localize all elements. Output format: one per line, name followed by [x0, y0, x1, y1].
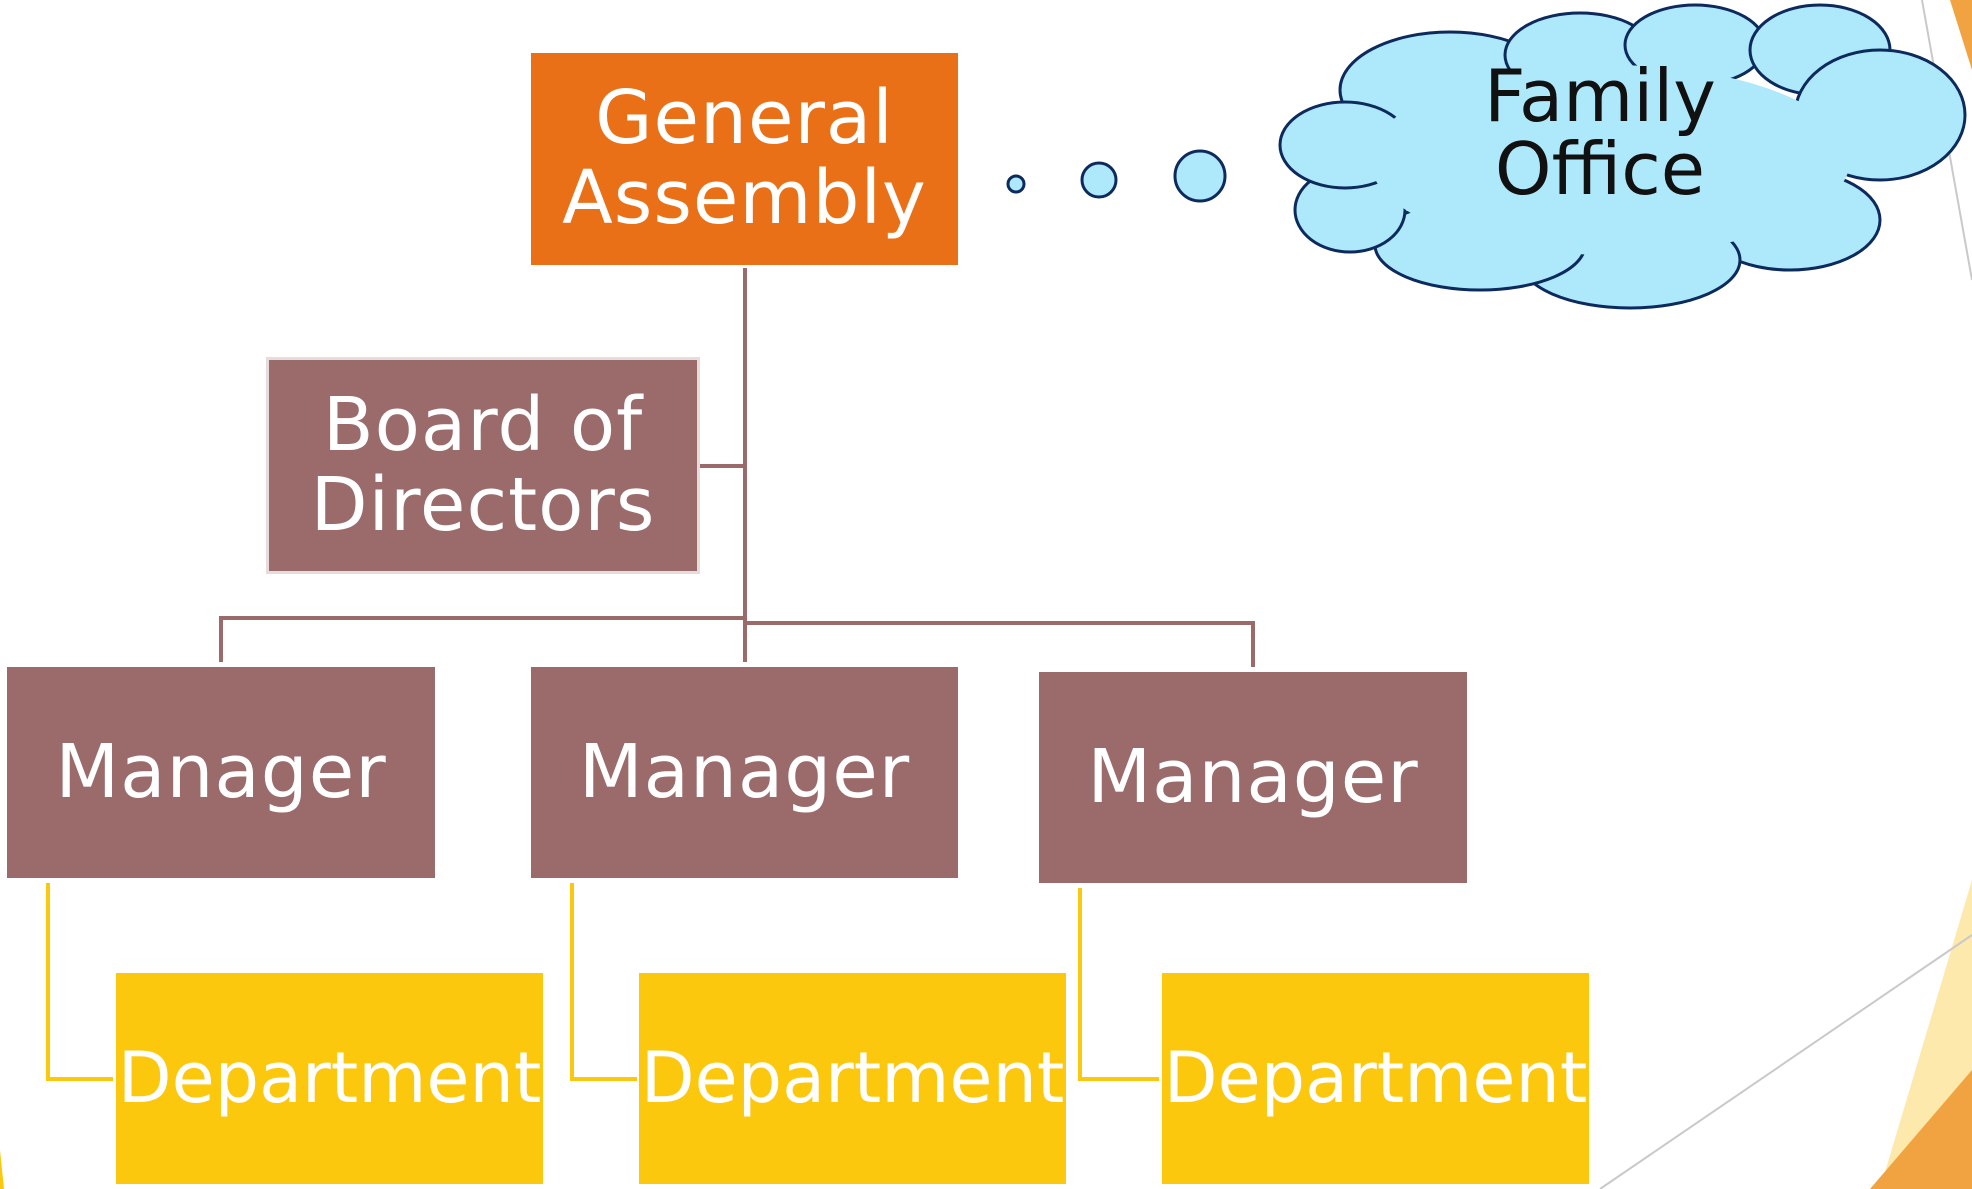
- manager-label-1: Manager: [55, 728, 387, 815]
- connector-department-2: [570, 883, 637, 1081]
- manager-box-3: Manager: [1039, 672, 1467, 883]
- department-box-3: Department: [1162, 973, 1589, 1184]
- bottom-right-corner-line: [1599, 934, 1972, 1189]
- thought-bubble-large: [1173, 149, 1227, 203]
- department-label-1: Department: [117, 1036, 542, 1119]
- cloud-shape: [1278, 3, 1967, 310]
- connector-department-3: [1078, 888, 1159, 1081]
- manager-box-1: Manager: [7, 667, 435, 878]
- department-label-2: Department: [640, 1036, 1065, 1119]
- bottom-left-corner-shape: [0, 1150, 4, 1189]
- connector-manager-1: [219, 616, 743, 662]
- connector-manager-3: [747, 621, 1255, 667]
- manager-label-3: Manager: [1087, 733, 1419, 820]
- general-assembly-box: General Assembly: [531, 53, 958, 265]
- manager-box-2: Manager: [531, 667, 958, 878]
- thought-bubble-medium: [1080, 161, 1118, 199]
- board-of-directors-box: Board of Directors: [266, 357, 700, 574]
- connector-department-1: [46, 883, 113, 1081]
- department-box-1: Department: [116, 973, 543, 1184]
- department-label-3: Department: [1163, 1036, 1588, 1119]
- board-of-directors-label: Board of Directors: [310, 381, 656, 548]
- bottom-right-corner-shape-dark: [1870, 1070, 1972, 1189]
- thought-bubble-small: [1006, 174, 1026, 194]
- department-box-2: Department: [639, 973, 1066, 1184]
- manager-label-2: Manager: [578, 728, 911, 815]
- top-right-corner-shape: [1950, 0, 1972, 70]
- family-office-label: Family Office: [1484, 54, 1716, 212]
- general-assembly-label: General Assembly: [562, 75, 927, 241]
